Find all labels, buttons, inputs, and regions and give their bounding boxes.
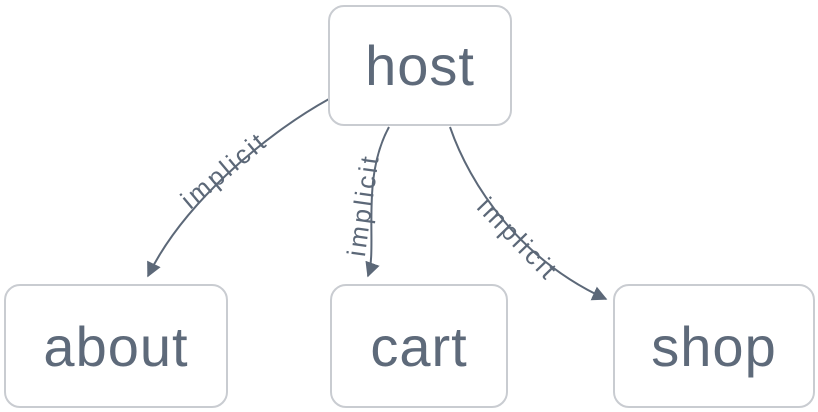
- node-about-label: about: [43, 314, 189, 378]
- edge-label-host-cart: implicit: [341, 152, 385, 259]
- edge-host-about: [147, 98, 330, 278]
- edge-host-cart: [365, 126, 390, 278]
- node-shop[interactable]: shop: [613, 284, 815, 408]
- node-about[interactable]: about: [4, 284, 228, 408]
- node-shop-label: shop: [651, 314, 777, 378]
- edge-label-host-shop: implicit: [471, 191, 564, 286]
- node-cart[interactable]: cart: [330, 284, 508, 408]
- node-cart-label: cart: [370, 314, 468, 378]
- node-host-label: host: [365, 34, 475, 97]
- edge-label-host-about: implicit: [175, 125, 274, 214]
- edge-host-shop: [449, 126, 608, 301]
- node-host[interactable]: host: [328, 5, 512, 126]
